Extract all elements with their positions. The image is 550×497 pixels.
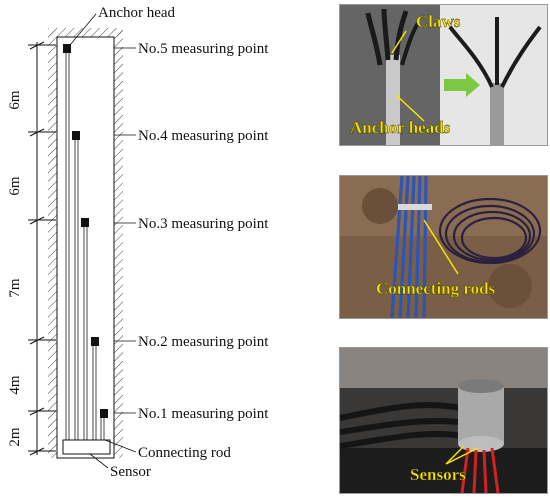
photo-label-claws: Claws	[416, 12, 461, 31]
anchor-claws-right	[448, 17, 542, 145]
photo-label-sensors: Sensors	[410, 465, 466, 484]
dimension-label-3: 7m	[7, 278, 23, 298]
photo-label-connecting-rods: Connecting rods	[376, 279, 496, 298]
point-label-5: No.5 measuring point	[138, 41, 269, 57]
anchor-head-label: Anchor head	[98, 5, 176, 21]
anchor-head-1	[100, 409, 108, 418]
dimension-label-1: 6m	[7, 90, 23, 110]
top-rock-wall	[48, 28, 123, 37]
dimension-label-5: 2m	[7, 427, 23, 447]
photo-anchor-heads: Claws Anchor heads	[339, 4, 548, 146]
point-label-4: No.4 measuring point	[138, 128, 269, 144]
sensor-label: Sensor	[110, 464, 151, 480]
connecting-rods	[65, 52, 105, 440]
anchor-claws-left	[365, 8, 420, 145]
anchor-head-2	[91, 337, 99, 346]
dark-cables	[340, 402, 463, 449]
leader-lines	[69, 13, 137, 469]
photo-sensors: Sensors	[339, 347, 548, 494]
borehole-diagram: 6m 6m 7m 4m 2m Anchor head No.5 measurin…	[7, 5, 269, 480]
point-label-3: No.3 measuring point	[138, 216, 269, 232]
transition-arrow	[444, 73, 480, 97]
left-rock-wall	[48, 30, 57, 458]
sensor-cylinder	[458, 379, 504, 452]
cable-coil	[438, 197, 542, 265]
point-label-2: No.2 measuring point	[138, 334, 269, 350]
blue-rods	[390, 176, 428, 318]
anchor-head-5	[63, 44, 71, 53]
red-cables	[460, 447, 500, 493]
photo-connecting-rods: Connecting rods	[339, 175, 548, 319]
anchor-head-4	[72, 131, 80, 140]
photo-label-anchor-heads: Anchor heads	[350, 118, 451, 137]
connecting-rod-label: Connecting rod	[138, 445, 231, 461]
right-rock-wall	[114, 30, 123, 458]
dimension-ticks	[28, 41, 56, 456]
anchor-head-3	[81, 218, 89, 227]
point-label-1: No.1 measuring point	[138, 406, 269, 422]
sensor-block	[62, 439, 111, 455]
borehole-outline	[56, 36, 115, 459]
dimension-label-2: 6m	[7, 176, 23, 196]
dimension-label-4: 4m	[7, 375, 23, 395]
